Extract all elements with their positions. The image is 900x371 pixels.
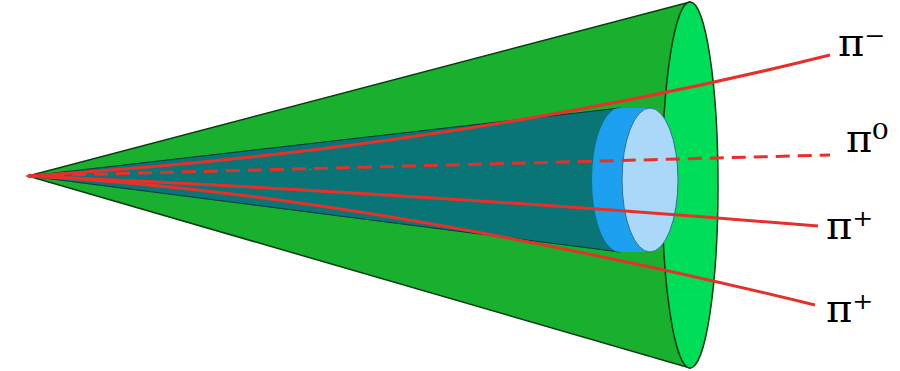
neutral-track bbox=[28, 155, 830, 176]
particle-label: π⁰ bbox=[846, 118, 888, 158]
particle-label: π⁺ bbox=[826, 205, 873, 245]
track bbox=[28, 176, 815, 305]
particle-label: π⁻ bbox=[838, 22, 885, 62]
particle-label: π⁺ bbox=[826, 288, 873, 328]
track bbox=[28, 55, 830, 176]
inner-cone-face bbox=[622, 108, 678, 252]
outer-cone bbox=[28, 2, 690, 368]
